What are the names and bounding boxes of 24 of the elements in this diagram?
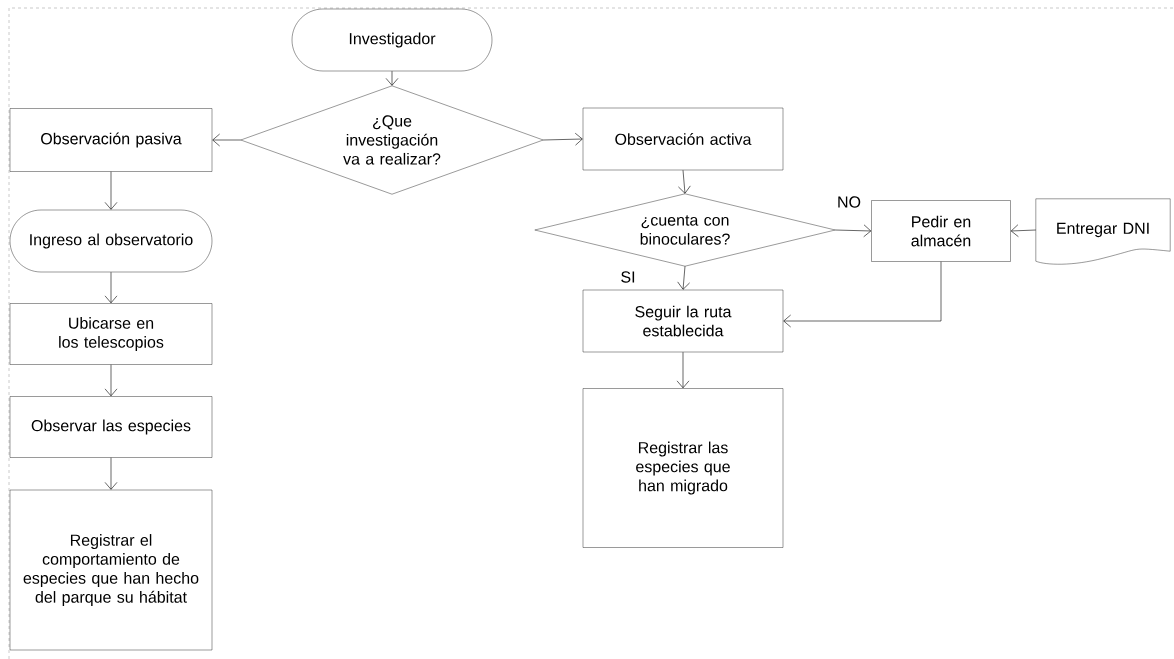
process-box: Observación activa [582, 107, 784, 171]
process-box: Registrar el comportamiento de especies que han hecho del parque su hábitat [9, 489, 213, 651]
arrow [676, 351, 690, 389]
arrow [783, 261, 942, 328]
edge-label: SI [619, 270, 637, 284]
arrow [104, 271, 118, 304]
edge-label: NO [836, 195, 862, 209]
arrow [678, 169, 691, 194]
document-shape: Entregar DNI [1035, 198, 1171, 265]
process-box: Ubicarse en los telescopios [9, 303, 213, 365]
process-box: Observar las especies [9, 396, 213, 458]
arrow [212, 133, 242, 147]
arrow [385, 70, 399, 86]
arrow [834, 224, 872, 238]
process-box: Registrar las especies que han migrado [582, 388, 784, 548]
arrow [677, 265, 690, 290]
process-box: Pedir en almacén [871, 200, 1011, 262]
process-box: Observación pasiva [9, 108, 213, 172]
arrow [1010, 224, 1037, 237]
arrow [104, 364, 118, 397]
arrow [104, 457, 118, 490]
arrow [104, 171, 118, 210]
process-box: Seguir la ruta establecida [582, 289, 784, 353]
arrow [542, 132, 583, 146]
